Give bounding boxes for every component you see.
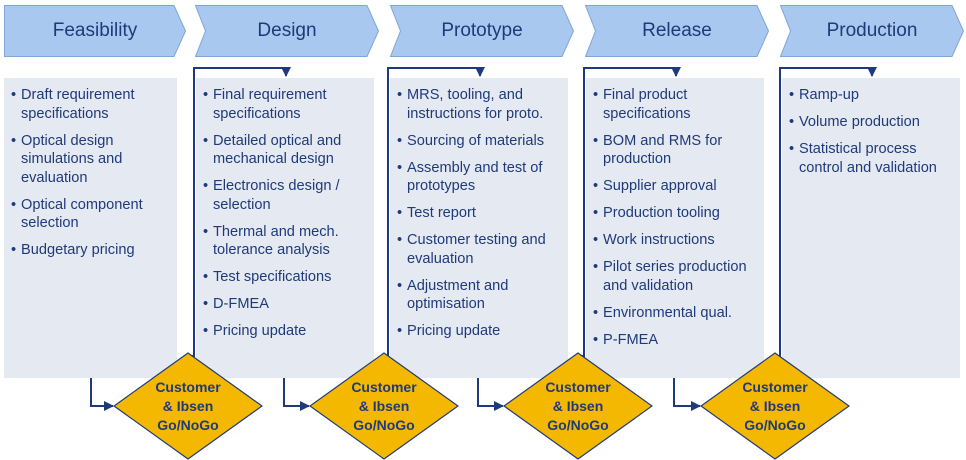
phase-title: Release — [642, 20, 712, 41]
activity-item: Detailed optical and mechanical design — [203, 132, 368, 169]
phase-title: Production — [826, 20, 918, 41]
activity-list: Draft requirement specificationsOptical … — [4, 78, 177, 260]
activity-item: Final product specifications — [593, 86, 758, 123]
phase-chevron-release: Release — [585, 5, 769, 57]
activity-item: Environmental qual. — [593, 304, 758, 323]
activity-item: Optical design simulations and evaluatio… — [11, 132, 171, 188]
activity-item: Draft requirement specifications — [11, 86, 171, 123]
arrow-into-gate — [90, 378, 114, 411]
activity-list: Final product specificationsBOM and RMS … — [586, 78, 764, 349]
activity-item: P-FMEA — [593, 331, 758, 350]
activity-list: Final requirement specificationsDetailed… — [196, 78, 374, 341]
phase-title: Prototype — [441, 20, 523, 41]
activity-item: Electronics design / selection — [203, 177, 368, 214]
activity-item: Final requirement specifications — [203, 86, 368, 123]
phase-chevron-production: Production — [780, 5, 964, 57]
activity-item: Assembly and test of prototypes — [397, 159, 562, 196]
phase-chevron-prototype: Prototype — [390, 5, 574, 57]
activity-list: MRS, tooling, and instructions for proto… — [390, 78, 568, 341]
gate-label-line: Customer — [742, 379, 808, 395]
activity-item: Adjustment and optimisation — [397, 277, 562, 314]
gate-label-line: Go/NoGo — [547, 417, 609, 433]
activity-item: Budgetary pricing — [11, 241, 171, 260]
gate-label-line: Customer — [545, 379, 611, 395]
phase-panel-prototype: MRS, tooling, and instructions for proto… — [390, 78, 568, 378]
gate-diamond — [309, 352, 459, 460]
activity-item: Pricing update — [397, 322, 562, 341]
activity-item: Test report — [397, 204, 562, 223]
activity-item: Work instructions — [593, 231, 758, 250]
phase-title: Feasibility — [52, 20, 138, 41]
gate-diamond — [503, 352, 653, 460]
gate-label-line: & Ibsen — [358, 398, 410, 414]
gate-label-line: Go/NoGo — [157, 417, 219, 433]
activity-item: Pricing update — [203, 322, 368, 341]
gate-label-line: & Ibsen — [552, 398, 604, 414]
gate-label-line: Go/NoGo — [353, 417, 415, 433]
activity-item: Supplier approval — [593, 177, 758, 196]
phase-panel-release: Final product specificationsBOM and RMS … — [586, 78, 764, 378]
activity-item: Production tooling — [593, 204, 758, 223]
activity-item: Thermal and mech. tolerance analysis — [203, 223, 368, 260]
gate-diamond — [700, 352, 850, 460]
phase-chevron-feasibility: Feasibility — [4, 5, 186, 57]
activity-item: Ramp-up — [789, 86, 954, 105]
arrow-into-gate — [283, 378, 310, 411]
phase-panel-design: Final requirement specificationsDetailed… — [196, 78, 374, 378]
gate-label-line: & Ibsen — [162, 398, 214, 414]
phase-chevron-design: Design — [195, 5, 379, 57]
activity-item: BOM and RMS for production — [593, 132, 758, 169]
gate-diamond — [113, 352, 263, 460]
arrow-into-gate — [673, 378, 701, 411]
activity-item: Volume production — [789, 113, 954, 132]
activity-item: Sourcing of materials — [397, 132, 562, 151]
activity-item: MRS, tooling, and instructions for proto… — [397, 86, 562, 123]
activity-item: Optical component selection — [11, 196, 171, 233]
gate-label-line: & Ibsen — [749, 398, 801, 414]
gate-label-line: Customer — [155, 379, 221, 395]
phase-panel-production: Ramp-upVolume productionStatistical proc… — [782, 78, 960, 378]
gate-label-line: Customer — [351, 379, 417, 395]
activity-list: Ramp-upVolume productionStatistical proc… — [782, 78, 960, 177]
gate-label-line: Go/NoGo — [744, 417, 806, 433]
activity-item: Customer testing and evaluation — [397, 231, 562, 268]
phase-panel-feasibility: Draft requirement specificationsOptical … — [4, 78, 177, 378]
activity-item: Statistical process control and validati… — [789, 140, 954, 177]
activity-item: D-FMEA — [203, 295, 368, 314]
phase-title: Design — [257, 20, 317, 41]
activity-item: Pilot series production and validation — [593, 258, 758, 295]
arrow-into-gate — [477, 378, 504, 411]
activity-item: Test specifications — [203, 268, 368, 287]
